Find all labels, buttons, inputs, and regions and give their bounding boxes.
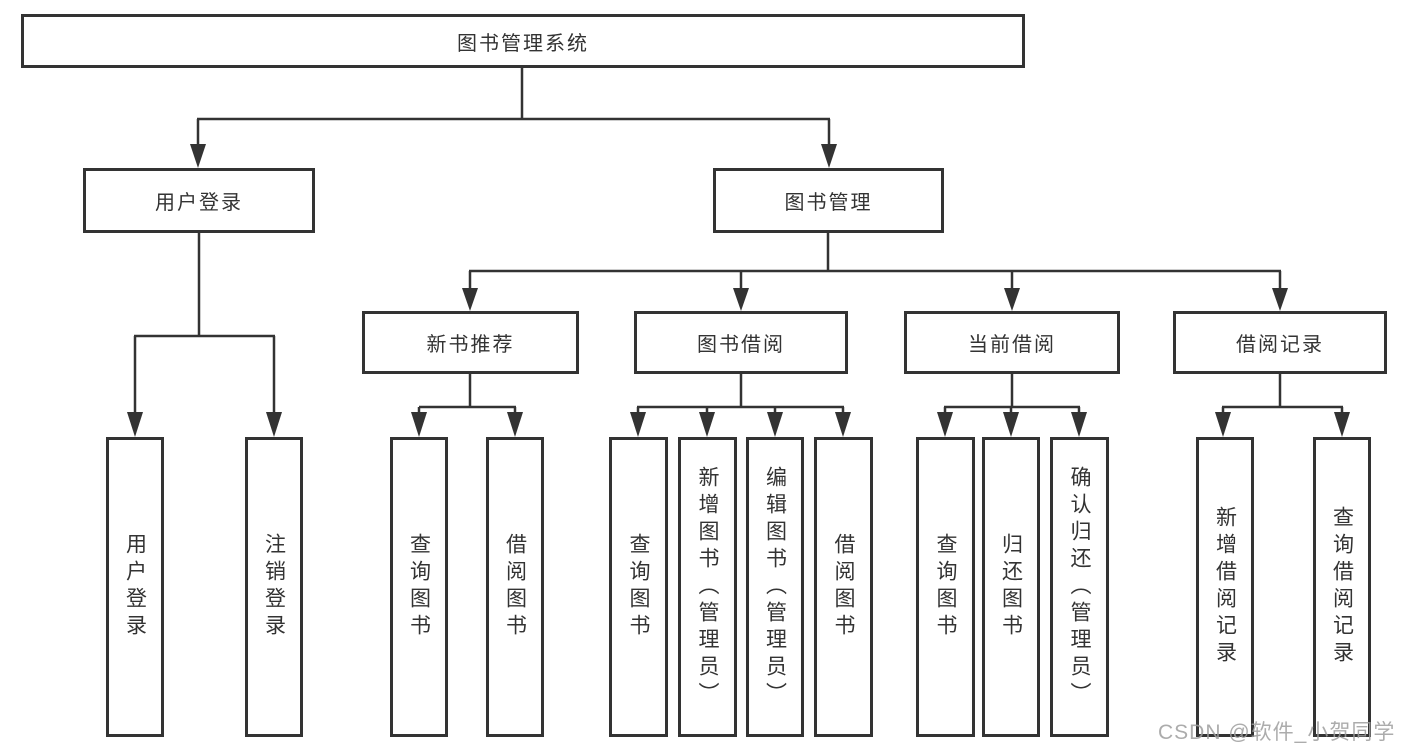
node-label: 查询图书 — [934, 533, 957, 641]
leaf-query-books-borrow: 查询图书 — [609, 437, 668, 737]
leaf-confirm-return-admin: 确认归还（管理员） — [1050, 437, 1109, 737]
node-label: 查询借阅记录 — [1330, 506, 1354, 668]
leaf-borrow-books: 借阅图书 — [814, 437, 873, 737]
node-user-login: 用户登录 — [83, 168, 315, 233]
connector-borrow-records-to-leaves — [1221, 374, 1344, 416]
node-label: 新增借阅记录 — [1213, 506, 1237, 668]
node-label: 图书借阅 — [697, 334, 785, 356]
leaf-edit-book-admin: 编辑图书（管理员） — [746, 437, 804, 737]
leaf-query-books-recommend: 查询图书 — [390, 437, 448, 737]
node-label: 借阅图书 — [832, 533, 855, 641]
connector-current-borrow-to-leaves — [943, 374, 1081, 416]
node-book-management: 图书管理 — [713, 168, 944, 233]
node-label: 当前借阅 — [968, 334, 1056, 356]
node-current-borrow: 当前借阅 — [904, 311, 1120, 374]
node-label: 确认归还（管理员） — [1068, 465, 1091, 709]
node-label: 注销登录 — [262, 533, 286, 641]
node-label: 查询图书 — [407, 533, 431, 641]
node-new-book-recommend: 新书推荐 — [362, 311, 579, 374]
connector-book-borrow-to-leaves — [636, 374, 845, 416]
node-label: 图书管理系统 — [457, 32, 589, 55]
node-label: 编辑图书（管理员） — [763, 465, 787, 709]
leaf-return-books: 归还图书 — [982, 437, 1040, 737]
node-book-borrow: 图书借阅 — [634, 311, 848, 374]
leaf-logout: 注销登录 — [245, 437, 303, 737]
node-label: 新增图书（管理员） — [696, 465, 719, 709]
leaf-add-book-admin: 新增图书（管理员） — [678, 437, 737, 737]
node-label: 用户登录 — [155, 192, 243, 214]
node-label: 借阅图书 — [503, 533, 527, 641]
connector-root-to-level2 — [196, 68, 831, 148]
leaf-query-books-current: 查询图书 — [916, 437, 975, 737]
leaf-user-login: 用户登录 — [106, 437, 164, 737]
leaf-query-borrow-record: 查询借阅记录 — [1313, 437, 1371, 737]
arrowheads — [127, 144, 1350, 437]
leaf-add-borrow-record: 新增借阅记录 — [1196, 437, 1254, 737]
node-label: 新书推荐 — [426, 334, 515, 356]
connector-user-login-to-leaves — [133, 233, 276, 414]
node-label: 查询图书 — [627, 533, 650, 641]
watermark: CSDN @软件_小贺同学 — [1158, 721, 1396, 744]
connector-new-book-recommend-to-leaves — [417, 374, 517, 416]
node-root: 图书管理系统 — [21, 14, 1025, 68]
node-borrow-records: 借阅记录 — [1173, 311, 1387, 374]
leaf-borrow-books-recommend: 借阅图书 — [486, 437, 544, 737]
connector-book-management-to-level3 — [468, 233, 1282, 292]
node-label: 图书管理 — [784, 192, 873, 214]
node-label: 借阅记录 — [1236, 334, 1324, 356]
node-label: 用户登录 — [123, 533, 147, 641]
node-label: 归还图书 — [999, 533, 1023, 641]
